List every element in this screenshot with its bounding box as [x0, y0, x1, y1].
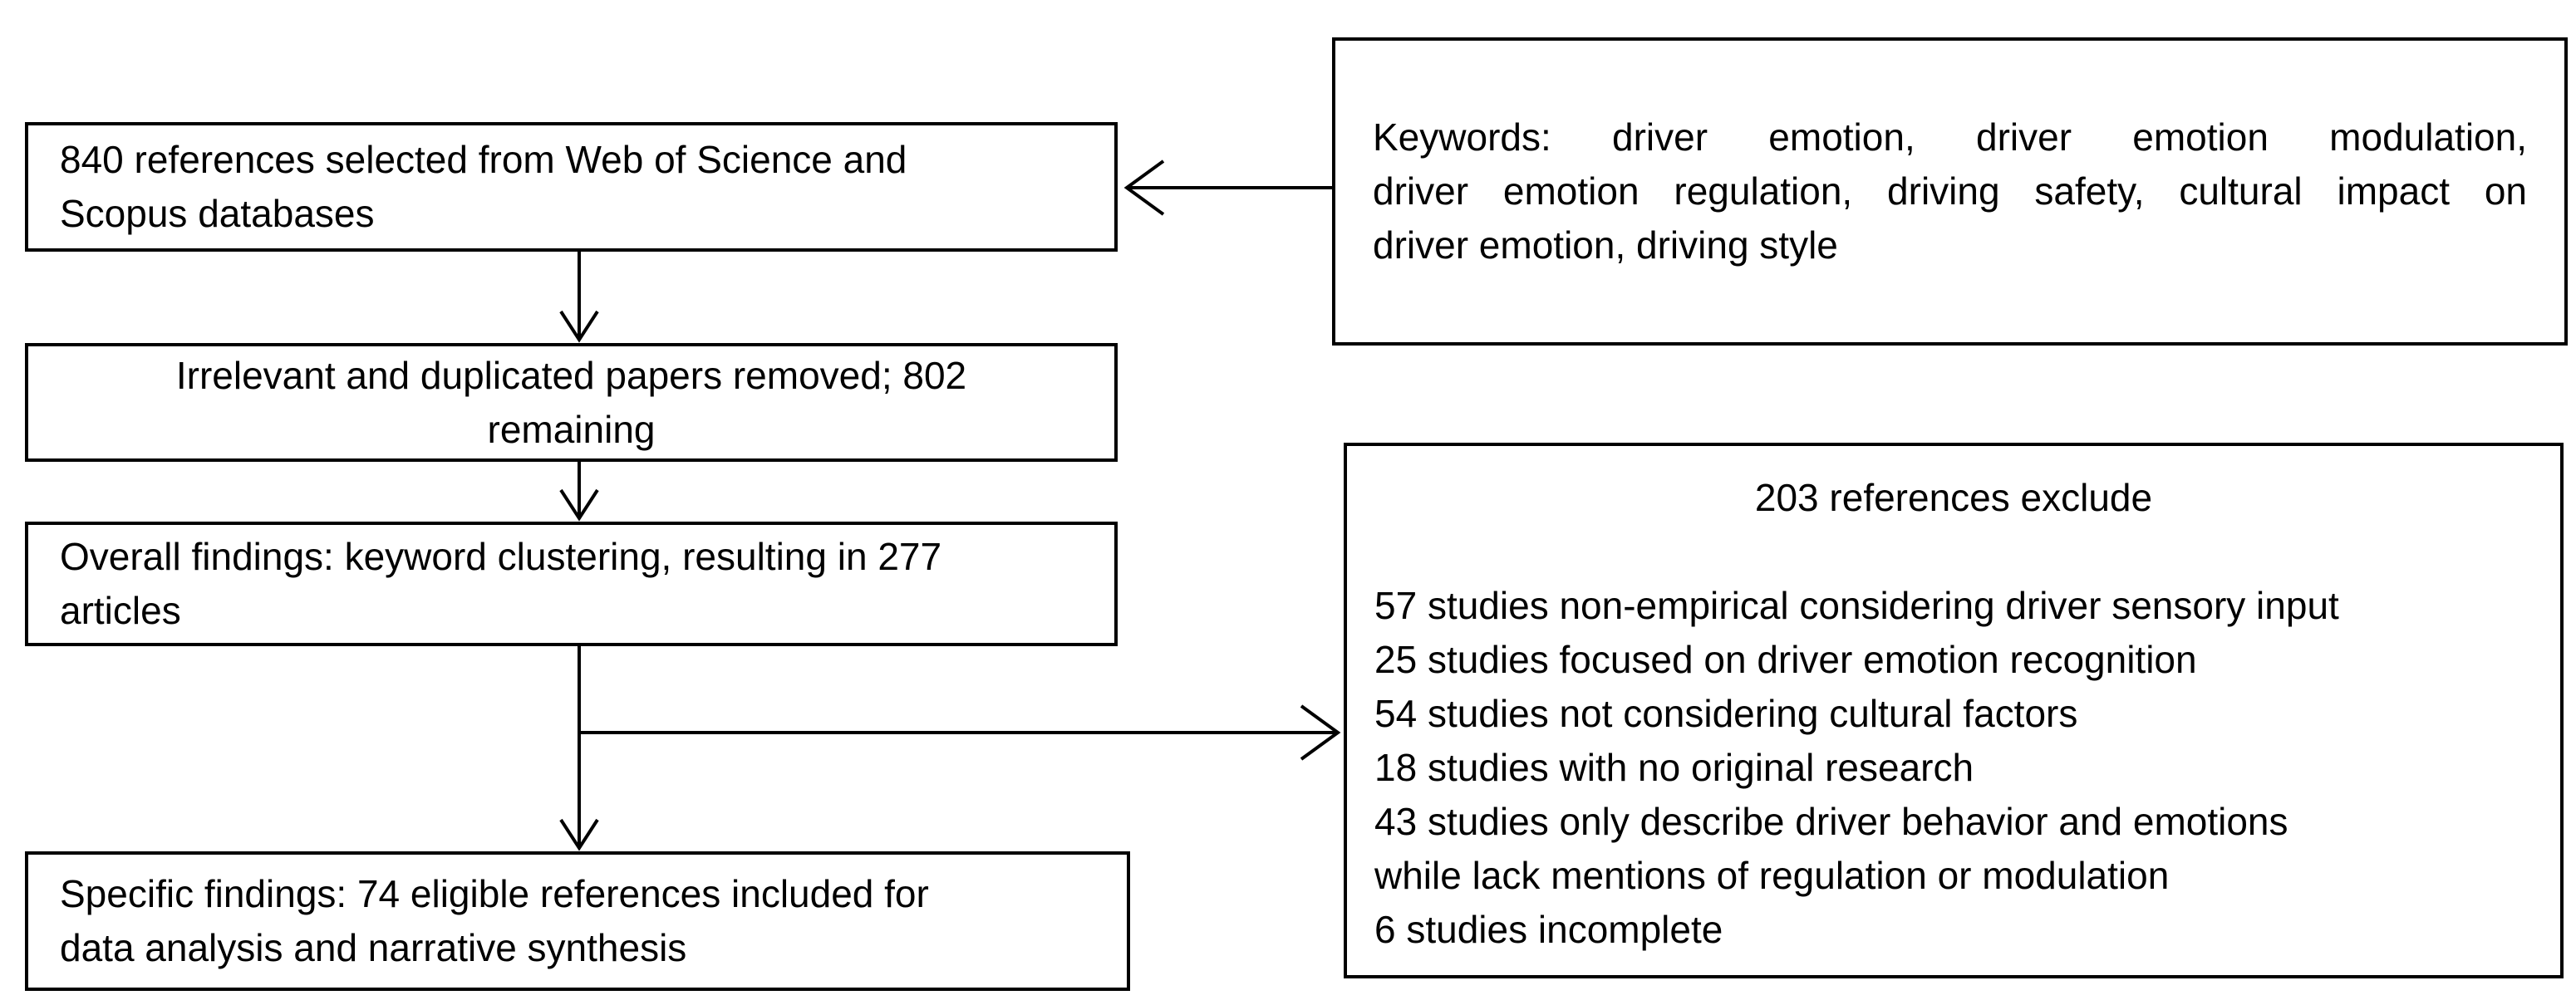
- excluded-item: 54 studies not considering cultural fact…: [1374, 692, 2078, 735]
- box-text-line: articles: [60, 589, 181, 632]
- excluded-item: 18 studies with no original research: [1374, 746, 1974, 789]
- box-text-line: Irrelevant and duplicated papers removed…: [175, 353, 967, 397]
- spacer: [1374, 525, 2533, 579]
- arrow-down-icon: [559, 646, 599, 851]
- box-text-line: Scopus databases: [60, 192, 375, 235]
- box-duplicates-removed: Irrelevant and duplicated papers removed…: [25, 343, 1118, 462]
- arrow-down-icon: [559, 462, 599, 522]
- excluded-title: 203 references exclude: [1754, 476, 2153, 519]
- box-references-excluded: 203 references exclude 57 studies non-em…: [1344, 443, 2564, 978]
- box-overall-findings: Overall findings: keyword clustering, re…: [25, 522, 1118, 646]
- arrow-right-icon: [579, 704, 1341, 761]
- box-text-line: Keywords: driver emotion, driver emotion…: [1373, 115, 2527, 159]
- box-specific-findings: Specific findings: 74 eligible reference…: [25, 851, 1130, 991]
- arrow-left-icon: [1123, 159, 1332, 216]
- box-text-line: Specific findings: 74 eligible reference…: [60, 872, 929, 915]
- box-text-line: data analysis and narrative synthesis: [60, 926, 687, 969]
- excluded-item: 57 studies non-empirical considering dri…: [1374, 584, 2339, 627]
- excluded-item: 25 studies focused on driver emotion rec…: [1374, 638, 2197, 681]
- excluded-item: 43 studies only describe driver behavior…: [1374, 800, 2288, 843]
- box-text-line: driver emotion, driving style: [1373, 223, 1838, 267]
- box-text-line: remaining: [487, 407, 656, 451]
- box-keywords: Keywords: driver emotion, driver emotion…: [1332, 37, 2568, 346]
- box-references-selected: 840 references selected from Web of Scie…: [25, 122, 1118, 252]
- box-text-line: 840 references selected from Web of Scie…: [60, 138, 907, 181]
- box-text-line: driver emotion regulation, driving safet…: [1373, 169, 2527, 213]
- arrow-down-icon: [559, 252, 599, 343]
- excluded-item: while lack mentions of regulation or mod…: [1374, 854, 2170, 897]
- box-text-line: Overall findings: keyword clustering, re…: [60, 535, 942, 578]
- excluded-item: 6 studies incomplete: [1374, 908, 1723, 951]
